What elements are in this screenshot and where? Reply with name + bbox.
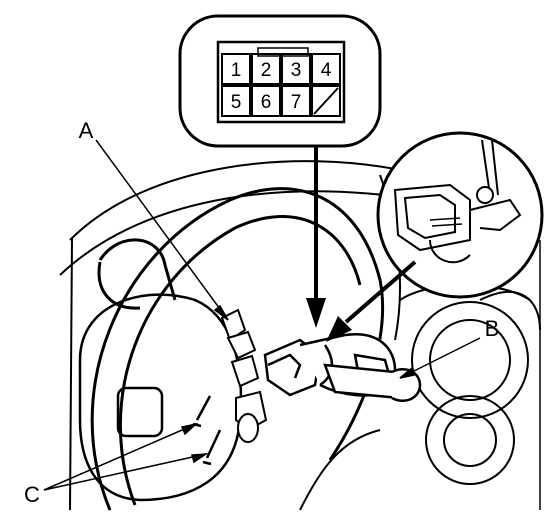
pin-4-label: 4 [321, 60, 332, 81]
leader-lines [43, 139, 481, 491]
clip-a [220, 308, 268, 443]
pin-3-label: 3 [291, 60, 302, 81]
pin-5-label: 5 [231, 92, 242, 113]
pin-7-label: 7 [291, 92, 302, 113]
airbag-hub [78, 293, 243, 502]
lever-b [323, 363, 422, 402]
leader-c-upper [43, 423, 197, 491]
callout-b: B [485, 316, 500, 341]
connector-inset-circle [376, 131, 544, 299]
leader-c-lower [43, 453, 207, 491]
leader-a [95, 139, 229, 321]
inset-arrow [326, 260, 417, 342]
callout-c: C [24, 482, 40, 507]
callout-a: A [79, 118, 94, 143]
pin-1-label: 1 [231, 60, 242, 81]
connector-magnifier: 1 2 3 4 5 6 7 [178, 14, 382, 148]
pin-grid [221, 53, 341, 117]
connector-arrow [306, 146, 326, 328]
pin-2-label: 2 [261, 60, 272, 81]
instrument-cluster [399, 284, 531, 485]
pin-6-label: 6 [261, 92, 272, 113]
